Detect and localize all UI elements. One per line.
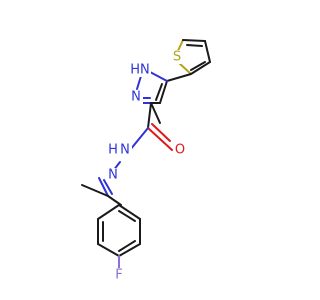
bond-c2-c3 xyxy=(204,40,211,63)
molecule-structure: S HN N H N N O F xyxy=(81,39,211,283)
bond-imine-ring xyxy=(107,195,122,206)
bond-n-c-imine xyxy=(98,177,109,197)
bond-ph3-ph4 xyxy=(97,243,120,257)
atom-nh-pyrazole: HN xyxy=(130,63,150,78)
bond-ph6-ph1-inner xyxy=(118,210,136,222)
hydrazide-chain xyxy=(81,102,173,206)
atom-n-pyrazole: N xyxy=(131,90,141,105)
atom-sulfur: S xyxy=(173,50,181,65)
bond-c5-n1 xyxy=(149,71,168,82)
thiophene-ring xyxy=(166,39,211,82)
molecule-canvas: S HN N H N N O F xyxy=(81,39,211,283)
bond-ph1-ph2 xyxy=(97,204,120,220)
bond-c1-c2 xyxy=(182,39,206,42)
bond-imine-methyl xyxy=(81,184,109,197)
bond-n1-n2 xyxy=(136,75,142,90)
bond-ph4-ph5-inner xyxy=(118,240,136,252)
bond-c3-c4-inner xyxy=(190,61,206,71)
atom-labels: S HN N H N N O F xyxy=(106,50,187,283)
bond-c5-c4p-inner xyxy=(155,83,163,101)
bond-n-c-imine-inner xyxy=(103,179,113,195)
bond-c1-c2-inner xyxy=(186,44,203,47)
pyrazole-ring xyxy=(136,71,168,104)
bond-c3-carbonyl xyxy=(150,102,161,124)
bond-carbonyl-o-inner xyxy=(151,123,171,142)
bond-carbonyl-nh xyxy=(129,127,149,151)
atom-n-imine: N xyxy=(108,168,118,183)
atom-n-hydrazide: N xyxy=(120,143,130,158)
bond-thiophene-pyrazole xyxy=(166,73,192,82)
bond-ph6-ph1 xyxy=(118,204,141,220)
atom-fluorine: F xyxy=(115,268,122,283)
bond-c4-s xyxy=(178,62,192,75)
bond-ph4-ph5 xyxy=(118,243,141,257)
fluorophenyl-ring xyxy=(97,204,141,269)
bond-c3-c4 xyxy=(190,61,211,75)
atom-oxygen: O xyxy=(175,143,185,158)
atom-h-hydrazide: H xyxy=(108,143,118,158)
bond-carbonyl-o xyxy=(147,127,173,151)
bond-c5-c4p xyxy=(159,80,168,104)
bond-c3-carbonyl-2 xyxy=(147,102,152,129)
